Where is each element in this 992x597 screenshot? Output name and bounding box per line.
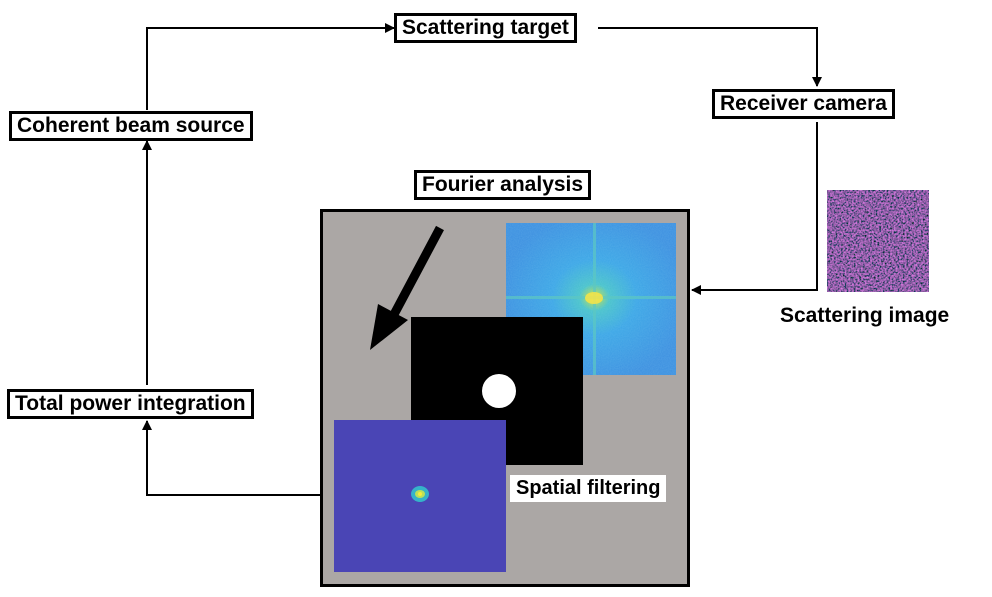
node-fourier-analysis: Fourier analysis bbox=[414, 170, 592, 200]
scattering-image bbox=[827, 190, 929, 292]
spatial-filtering-label: Spatial filtering bbox=[510, 475, 667, 502]
arrow-camera-to-fourier bbox=[691, 122, 818, 295]
arrow-target-to-camera bbox=[598, 27, 822, 87]
node-receiver-camera-label: Receiver camera bbox=[720, 92, 887, 115]
process-arrow-icon bbox=[370, 225, 444, 350]
node-fourier-analysis-label: Fourier analysis bbox=[422, 173, 584, 196]
scattering-image-label: Scattering image bbox=[780, 304, 950, 327]
arrow-fourier-to-power bbox=[142, 420, 320, 496]
node-receiver-camera: Receiver camera bbox=[712, 89, 895, 119]
node-total-power-integration: Total power integration bbox=[7, 389, 254, 419]
node-scattering-target-label: Scattering target bbox=[402, 16, 569, 39]
arrow-source-to-target bbox=[146, 23, 395, 110]
node-scattering-target: Scattering target bbox=[394, 13, 577, 43]
filtered-image bbox=[334, 420, 506, 572]
node-coherent-beam-source: Coherent beam source bbox=[9, 111, 253, 141]
node-total-power-integration-label: Total power integration bbox=[15, 392, 246, 415]
node-coherent-beam-source-label: Coherent beam source bbox=[17, 114, 245, 137]
